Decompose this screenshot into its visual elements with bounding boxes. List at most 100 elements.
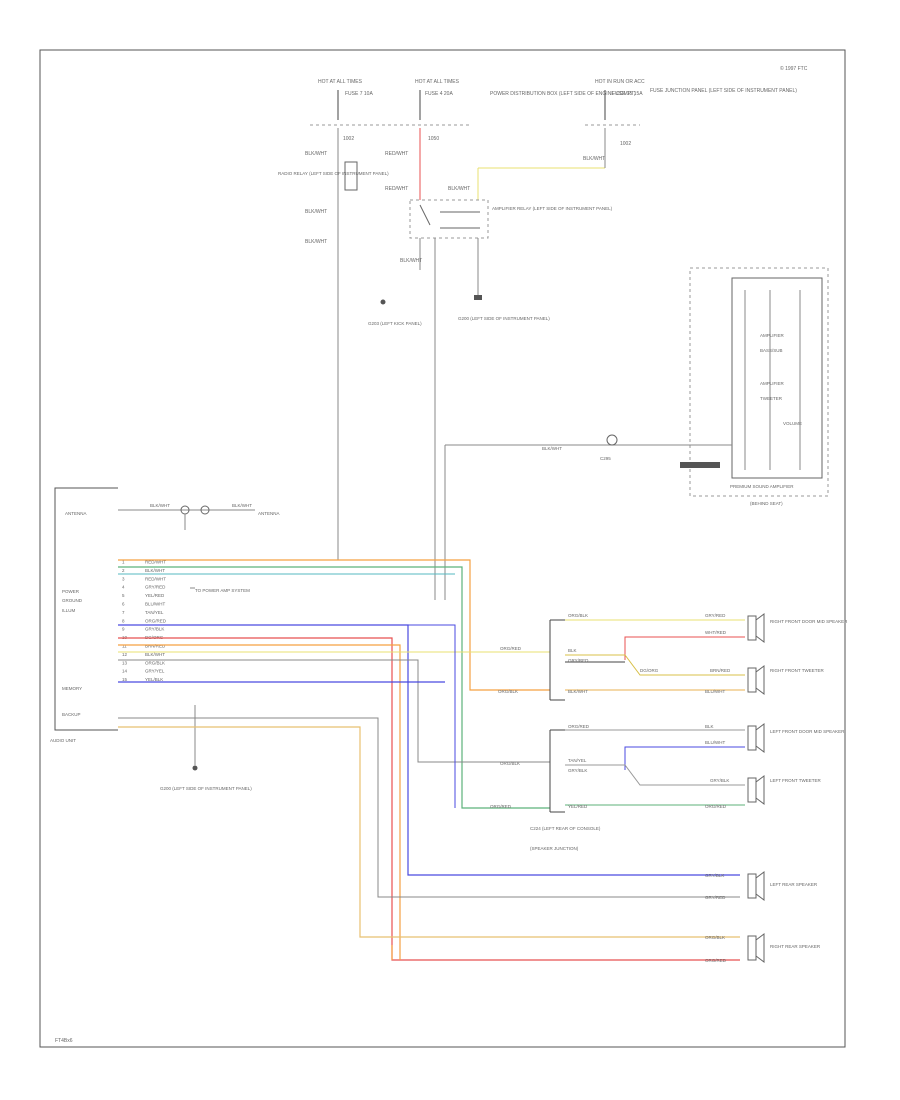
- svg-text:RADIO RELAY (LEFT SIDE OF INST: RADIO RELAY (LEFT SIDE OF INSTRUMENT PAN…: [278, 171, 389, 176]
- pin-number: 2: [122, 568, 125, 573]
- speaker-icon: [747, 935, 757, 961]
- svg-text:FUSE 4 20A: FUSE 4 20A: [425, 91, 453, 97]
- svg-text:AMPLIFIER: AMPLIFIER: [760, 381, 785, 386]
- svg-text:DG/ORG: DG/ORG: [640, 668, 659, 673]
- pin-number: 3: [122, 576, 125, 581]
- wire-label: RED/WHT: [385, 151, 408, 157]
- svg-text:GRY/RED: GRY/RED: [568, 658, 589, 663]
- svg-text:PREMIUM SOUND AMPLIFIER: PREMIUM SOUND AMPLIFIER: [730, 484, 794, 489]
- wire-blue: [118, 624, 456, 808]
- wire-red: [118, 637, 740, 961]
- speaker-name: RIGHT REAR SPEAKER: [770, 944, 821, 949]
- wire-green: [118, 566, 550, 809]
- pin-number: 11: [122, 644, 127, 649]
- speaker-icon: [747, 873, 757, 899]
- footer-code: FT4Bx6: [55, 1038, 73, 1044]
- svg-text:ORG/RED: ORG/RED: [705, 958, 727, 963]
- speaker-icon: [747, 667, 757, 693]
- speaker-splice-lower: [549, 729, 565, 813]
- audio-unit: AUDIO UNIT ANTENNA BLK/WHT BLK/WHT ANTEN…: [50, 487, 280, 743]
- speaker-wire-labels: ORG/BLK GRY/RED WHT/RED BLK GRY/RED ORG/…: [490, 613, 731, 963]
- svg-text:ANTENNA: ANTENNA: [65, 511, 87, 516]
- wire-label: 1050: [428, 136, 439, 142]
- ground-left: G203 (LEFT KICK PANEL): [368, 299, 422, 326]
- pin-wire-label: GRY/BLK: [145, 627, 164, 632]
- wire-label: BLK/WHT: [305, 209, 327, 215]
- amplifier-relay: AMPLIFIER RELAY (LEFT SIDE OF INSTRUMENT…: [409, 199, 613, 239]
- speaker-name: LEFT FRONT TWEETER: [770, 778, 822, 783]
- svg-text:GRY/RED: GRY/RED: [705, 895, 726, 900]
- svg-text:TWEETER: TWEETER: [760, 396, 783, 401]
- wire-blue: [118, 624, 740, 876]
- svg-text:BLK: BLK: [568, 648, 577, 653]
- pin-number: 9: [122, 627, 125, 632]
- svg-text:BRN/RED: BRN/RED: [710, 668, 731, 673]
- wire-red: [624, 636, 745, 660]
- svg-text:ORG/BLK: ORG/BLK: [498, 689, 518, 694]
- speaker-cone-icon: [755, 871, 765, 901]
- splice-note: (SPEAKER JUNCTION): [530, 846, 579, 851]
- svg-text:ANTENNA: ANTENNA: [258, 511, 280, 516]
- svg-text:FUSE JUNCTION PANEL (LEFT SIDE: FUSE JUNCTION PANEL (LEFT SIDE OF INSTRU…: [650, 88, 797, 94]
- wire-gray: [118, 659, 550, 763]
- wire-label: 1002: [343, 136, 354, 142]
- diagram-frame: [39, 49, 846, 1048]
- svg-text:ORG/RED: ORG/RED: [500, 646, 522, 651]
- svg-text:MEMORY: MEMORY: [62, 686, 82, 691]
- svg-text:HOT AT ALL TIMES: HOT AT ALL TIMES: [415, 79, 460, 85]
- speaker-name: RIGHT FRONT DOOR MID SPEAKER: [770, 619, 848, 624]
- speaker-splice-upper: [549, 619, 565, 701]
- pin-number: 8: [122, 618, 125, 623]
- speaker-icon: [747, 725, 757, 751]
- wire-yellow: [565, 654, 745, 676]
- svg-text:(BEHIND SEAT): (BEHIND SEAT): [750, 501, 783, 506]
- svg-text:C295: C295: [600, 456, 611, 461]
- svg-text:BASS/SUB: BASS/SUB: [760, 348, 783, 353]
- fuse-block-mid: HOT AT ALL TIMES FUSE 4 20A POWER DISTRI…: [415, 79, 636, 120]
- wire-label: BLK/WHT: [305, 151, 327, 157]
- pin-number: 12: [122, 652, 128, 657]
- pin-number: 5: [122, 593, 125, 598]
- wire-label: BLK/WHT: [448, 186, 470, 192]
- wire-orange: [118, 559, 550, 691]
- svg-text:POWER: POWER: [62, 589, 80, 594]
- premium-sound-amp: AMPLIFIER BASS/SUB AMPLIFIER TWEETER VOL…: [689, 267, 829, 506]
- pin-number: 13: [122, 660, 128, 665]
- pin-wire-label: ORG/RED: [145, 618, 167, 623]
- wire-label: RED/WHT: [385, 186, 408, 192]
- pin-wire-label: GRY/RED: [145, 585, 166, 590]
- pin-wire-label: BLK/WHT: [145, 652, 165, 657]
- svg-text:BLU/WHT: BLU/WHT: [705, 740, 726, 745]
- svg-text:FUSE 7 10A: FUSE 7 10A: [345, 91, 373, 97]
- wire-blue: [624, 746, 745, 770]
- svg-text:ILLUM: ILLUM: [62, 608, 76, 613]
- wire-gray: [565, 764, 745, 786]
- pin-wire-label: RED/WHT: [145, 576, 166, 581]
- svg-text:TO POWER AMP SYSTEM: TO POWER AMP SYSTEM: [195, 588, 250, 593]
- wire-label: BLK/WHT: [305, 239, 327, 245]
- svg-text:ORG/BLK: ORG/BLK: [705, 935, 725, 940]
- speaker-cone-icon: [755, 775, 765, 805]
- speaker-cone-icon: [755, 613, 765, 643]
- wire-label: BLK/WHT: [400, 258, 422, 264]
- svg-text:FUSE 15 15A: FUSE 15 15A: [612, 91, 643, 97]
- speaker-icon: [747, 777, 757, 803]
- wire-orange: [118, 644, 401, 960]
- svg-text:ORG/RED: ORG/RED: [490, 804, 512, 809]
- svg-text:GRY/BLK: GRY/BLK: [710, 778, 729, 783]
- speaker-icon: [747, 615, 757, 641]
- svg-text:BACKUP: BACKUP: [62, 712, 81, 717]
- svg-text:VOLUME: VOLUME: [783, 421, 802, 426]
- svg-text:GROUND: GROUND: [62, 598, 83, 603]
- svg-text:TAN/YEL: TAN/YEL: [568, 758, 587, 763]
- svg-text:HOT AT ALL TIMES: HOT AT ALL TIMES: [318, 79, 363, 85]
- pin-number: 1: [122, 560, 125, 565]
- svg-text:BLK/WHT: BLK/WHT: [150, 503, 170, 508]
- radio-relay: RADIO RELAY (LEFT SIDE OF INSTRUMENT PAN…: [278, 161, 389, 191]
- wire-label: 1002: [620, 141, 631, 147]
- ground-mid: G200 (LEFT SIDE OF INSTRUMENT PANEL): [458, 295, 550, 321]
- pin-wire-label: YEL/BLK: [145, 677, 163, 682]
- pin-wire-label: BRN/RED: [145, 644, 166, 649]
